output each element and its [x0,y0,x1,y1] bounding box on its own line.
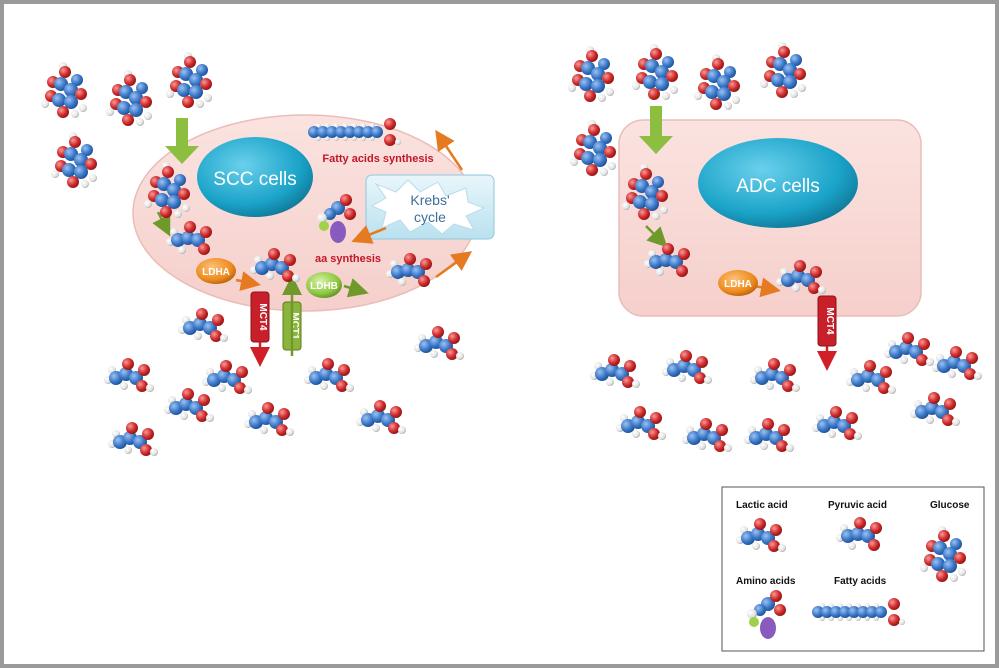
glucose-molecule [144,162,190,218]
lactic-acid-molecule [662,350,712,384]
ldhb-label: LDHB [310,281,338,292]
krebs-to-fatty-acids-arrow [435,129,464,171]
scc-nucleus [197,137,313,217]
mct4-transporter-left: MCT4 [250,291,270,367]
adc-cell-label: ADC cells [736,176,819,197]
fatty-acids-synthesis-label: Fatty acids synthesis [322,153,433,165]
lactic-acid-molecule [356,400,406,434]
krebs-label-line1: Krebs' [410,192,449,208]
pyruvic-acid-molecule [166,221,212,255]
pyruvate-to-krebs-arrow [435,251,473,279]
lactic-acid-molecule [304,358,354,392]
glucose-molecule [694,54,740,110]
lactic-acid-molecule [178,308,228,342]
fatty-acid-molecule [812,598,905,626]
ldha-enzyme-right: LDHA [718,270,758,296]
lactic-acid-molecule [104,358,154,392]
lactic-acid-molecule [202,360,252,394]
lactic-acid-molecule [244,402,294,436]
lactic-acid-molecule [932,346,982,380]
pyruvic-acid-molecule [386,253,432,287]
legend-glucose-label: Glucose [930,500,970,511]
fatty-acid-molecule [308,118,401,146]
glucose-molecule [166,52,212,108]
glucose-molecule [760,42,806,98]
amino-acid-molecule [747,590,786,639]
amino-acid-molecule [317,194,356,243]
molecules-layer [41,42,982,639]
legend-amino-label: Amino acids [736,576,796,587]
aa-synthesis-label: aa synthesis [315,253,381,265]
ldha-arrow-right [753,277,781,298]
lactic-acid-molecule [164,388,214,422]
ldha-enzyme-left: LDHA [196,258,236,284]
legend-fatty-label: Fatty acids [834,576,887,587]
mct4-label-left: MCT4 [257,303,268,331]
krebs-to-aa-arrow [351,225,387,244]
lactic-acid-molecule [846,360,896,394]
pyruvic-acid-molecule [644,243,690,277]
pyruvic-acid-molecule [836,517,882,551]
ldhb-arrow [343,278,369,298]
glycolysis-arrow-left [152,211,171,237]
glucose-molecule [570,120,616,176]
lactic-acid-molecule [884,332,934,366]
lactic-acid-molecule [750,358,800,392]
lactic-acid-molecule [616,406,666,440]
lactic-acid-molecule [736,518,786,552]
lactic-acid-molecule [414,326,464,360]
lactic-acid-molecule [108,422,158,456]
krebs-starburst [370,179,486,235]
legend-pyruvic-label: Pyruvic acid [828,500,887,511]
ldha-label-right: LDHA [724,279,752,290]
glucose-uptake-arrow-left [165,118,199,164]
glucose-uptake-arrow-right [639,106,673,154]
lactic-acid-molecule [744,418,794,452]
glucose-molecule [568,46,614,102]
scc-cell-label: SCC cells [213,169,296,190]
glucose-molecule [41,62,87,118]
mct1-label: MCT1 [289,312,300,340]
lactic-acid-molecule [812,406,862,440]
lactic-acid-molecule [776,260,826,294]
glucose-molecule [106,70,152,126]
lactic-acid-molecule [910,392,960,426]
legend-lactic-label: Lactic acid [736,500,788,511]
ldha-label-left: LDHA [202,267,230,278]
glycolysis-arrow-right [645,225,668,248]
mct4-label-right: MCT4 [824,307,835,335]
krebs-label-line2: cycle [414,209,446,225]
mct4-transporter-right: MCT4 [817,295,837,371]
glucose-molecule [920,526,966,582]
mct1-transporter: MCT1 [282,275,302,356]
ldha-arrow-left [235,271,261,291]
ldhb-enzyme: LDHB [306,272,342,298]
lactic-acid-molecule [682,418,732,452]
glucose-molecule [622,164,668,220]
adc-nucleus [698,138,858,228]
glucose-molecule [51,132,97,188]
glucose-molecule [632,44,678,100]
lactic-acid-molecule [590,354,640,388]
lactic-acid-molecule [250,248,300,282]
